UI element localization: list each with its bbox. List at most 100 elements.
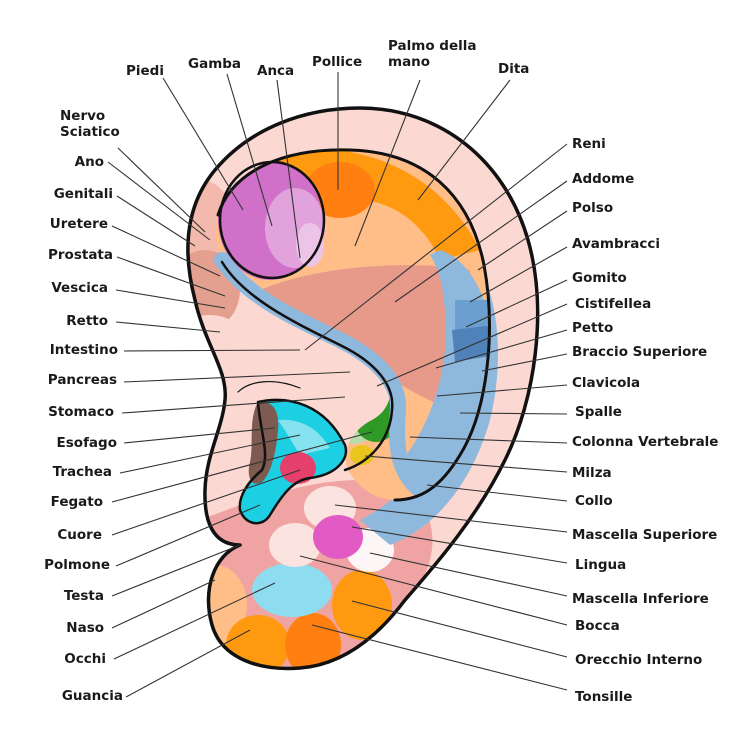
leader-line-addome [394,180,568,303]
label-polmone: Polmone [44,557,110,573]
label-gomito: Gomito [572,270,627,286]
leader-line-bocca [299,555,568,626]
label-pollice: Pollice [312,54,362,70]
leader-line-spalle [459,412,568,415]
leader-line-petto [435,329,568,369]
zone-gomito [452,325,490,362]
label-mascella-inf: Mascella Inferiore [572,591,709,607]
label-mascella-sup: Mascella Superiore [572,527,717,543]
label-collo: Collo [575,493,613,509]
leader-line-fegato [111,431,373,503]
leader-lines [107,72,568,698]
label-dita: Dita [498,61,529,77]
leader-line-testa [111,544,241,597]
leader-line-stomaco [121,396,346,414]
label-braccio-sup: Braccio Superiore [572,344,707,360]
label-pancreas: Pancreas [48,372,117,388]
label-ano: Ano [75,154,104,170]
zone-lingua [313,515,363,559]
zone-occhi [252,563,332,617]
zone-bocca [269,523,321,567]
label-lingua: Lingua [575,557,626,573]
zone-nervo-sciatico-band [214,252,428,498]
leader-line-vescica [115,289,226,309]
label-anca: Anca [257,63,294,79]
leader-line-reni [304,143,568,351]
label-tonsille: Tonsille [575,689,632,705]
label-uretere: Uretere [50,216,108,232]
label-avambracci: Avambracci [572,236,660,252]
label-esofago: Esofago [57,435,117,451]
label-retto: Retto [66,313,108,329]
ear-outline [186,106,540,671]
zone-genitali [187,180,235,270]
leader-line-esofago [123,427,276,444]
label-addome: Addome [572,171,634,187]
label-reni: Reni [572,136,606,152]
leader-line-palmo [354,79,421,247]
leader-line-uretere [111,225,221,277]
label-naso: Naso [66,620,104,636]
concha-outline [238,398,348,525]
leader-line-cuore [111,469,301,536]
leader-line-tonsille [311,624,568,691]
label-nervo-line2: Sciatico [60,124,120,140]
zone-cuore [280,452,316,484]
leader-line-milza [364,455,568,473]
label-polso: Polso [572,200,613,216]
leader-line-intestino [123,349,301,352]
label-orecchio-int: Orecchio Interno [575,652,702,668]
leader-line-pancreas [123,371,351,383]
label-occhi: Occhi [64,651,106,667]
leader-line-anca [276,79,301,259]
zone-addome [260,265,480,420]
antihelix-outline [216,148,491,502]
leader-line-collo [426,484,568,502]
label-intestino: Intestino [50,342,118,358]
label-trachea: Trachea [53,464,112,480]
leader-line-prostata [116,256,226,297]
leader-line-avambracci [469,246,568,303]
label-spalle: Spalle [575,404,622,420]
label-colonna: Colonna Vertebrale [572,434,718,450]
zone-orecchio-interno [332,570,392,640]
label-testa: Testa [64,588,104,604]
leader-line-occhi [113,582,276,660]
leader-line-braccio-sup [481,353,568,372]
leader-line-cistifellea [376,303,568,387]
leader-line-clavicola [436,384,568,397]
label-clavicola: Clavicola [572,375,640,391]
leader-line-mascella-sup [334,504,568,533]
ear [186,106,540,671]
label-prostata: Prostata [48,247,113,263]
label-guancia: Guancia [62,688,123,704]
leader-line-trachea [119,434,301,474]
tragus-fold [237,381,301,393]
label-gamba: Gamba [188,56,241,72]
zone-anca [296,223,324,267]
label-bocca: Bocca [575,618,620,634]
leader-line-polso [477,210,568,271]
leader-line-polmone [115,504,261,567]
leader-line-dita [417,79,511,201]
label-stomaco: Stomaco [48,404,114,420]
label-cistifellea: Cistifellea [575,296,651,312]
label-fegato: Fegato [51,494,103,510]
antihelix-inner-outline [220,260,394,472]
label-petto: Petto [572,320,613,336]
label-palmo-line2: mano [388,54,430,70]
zone-fegato-yellow [350,445,374,465]
leader-line-nervo [117,147,206,233]
triangular-fossa-outline [218,160,326,280]
label-nervo: Nervo [60,108,105,124]
zone-polmone [278,419,330,455]
label-vescica: Vescica [51,280,108,296]
leader-line-genitali [116,195,196,247]
label-genitali: Genitali [54,186,113,202]
leader-line-orecchio-int [351,600,568,658]
label-palmo: Palmo della [388,38,477,54]
leader-line-guancia [125,629,251,698]
leader-line-gomito [465,279,568,328]
